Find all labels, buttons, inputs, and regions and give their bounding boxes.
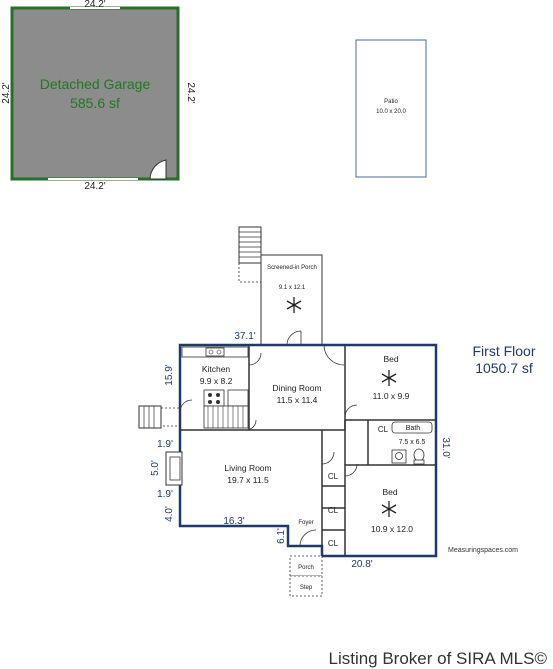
- kitchen-fixtures: [181, 346, 249, 429]
- living-name: Living Room: [224, 463, 271, 473]
- patio: Patio 10.0 x 20.0: [355, 39, 427, 178]
- foyer-name: Foyer: [298, 520, 313, 526]
- closet-label-4: CL: [328, 539, 339, 548]
- bed1-fan-icon: [381, 370, 397, 386]
- closet-label-2: CL: [328, 472, 339, 481]
- porch-name: Screened-in Porch: [267, 265, 317, 271]
- closet-label-3: CL: [328, 506, 339, 515]
- dim-left-upper: 15.9': [164, 364, 175, 385]
- floor-area: 1050.7 sf: [475, 360, 533, 376]
- patio-size: 10.0 x 20.0: [376, 109, 406, 115]
- garage-dim-right: 24.2': [185, 82, 196, 103]
- bed2-fan-icon: [381, 501, 397, 517]
- dim-bottom-right: 20.8': [351, 559, 372, 570]
- fireplace: [165, 451, 183, 486]
- bed2-size: 10.9 x 12.0: [371, 524, 413, 534]
- dim-left-mid-b: 5.0': [150, 460, 161, 476]
- watermark-text: Listing Broker of SIRA MLS©: [328, 649, 547, 668]
- dim-right: 31.0': [440, 437, 451, 458]
- bath-fixtures: [391, 421, 433, 465]
- bath-name: Bath: [406, 425, 421, 432]
- dim-foyer: 6.1': [276, 528, 287, 544]
- porch-label: Porch: [298, 565, 314, 571]
- step-label: Step: [300, 585, 313, 591]
- garage-dim-left: 24.2': [1, 82, 12, 103]
- credit-text: Measuringspaces.com: [448, 547, 518, 554]
- first-floor-plan: Screened-in Porch 9.1 x 12.1: [138, 226, 451, 597]
- dim-left-lower: 4.0': [164, 506, 175, 522]
- living-size: 19.7 x 11.5: [227, 475, 269, 485]
- screened-porch: Screened-in Porch 9.1 x 12.1: [260, 254, 323, 346]
- ceiling-fan-icon: [286, 297, 302, 313]
- dim-left-mid-c: 1.9': [157, 489, 173, 500]
- bed1-size: 11.0 x 9.9: [373, 391, 410, 401]
- patio-name: Patio: [384, 99, 398, 105]
- kitchen-size: 9.9 x 8.2: [200, 376, 233, 386]
- dining-size: 11.5 x 11.4: [277, 395, 318, 405]
- dim-left-mid-a: 1.9': [157, 439, 173, 450]
- detached-garage: Detached Garage 585.6 sf 24.2' 24.2' 24.…: [1, 0, 196, 192]
- bed2-name: Bed: [382, 487, 397, 497]
- back-stairs: [238, 226, 262, 283]
- bath-size: 7.5 x 6.5: [399, 439, 426, 446]
- dining-name: Dining Room: [272, 383, 321, 393]
- garage-dim-bottom: 24.2': [84, 181, 105, 192]
- kitchen-name: Kitchen: [202, 364, 231, 374]
- dim-bottom-left: 16.3': [223, 516, 244, 527]
- garage-dim-top: 24.2': [84, 0, 105, 10]
- closet-label-1: CL: [378, 425, 389, 434]
- garage-area: 585.6 sf: [70, 95, 120, 111]
- bed1-name: Bed: [383, 354, 398, 364]
- dim-top: 37.1': [234, 331, 255, 342]
- floor-name: First Floor: [473, 343, 536, 359]
- side-stairs: [138, 405, 181, 429]
- porch-size: 9.1 x 12.1: [279, 285, 306, 291]
- garage-name: Detached Garage: [40, 76, 151, 92]
- front-porch: Porch Step: [289, 555, 323, 597]
